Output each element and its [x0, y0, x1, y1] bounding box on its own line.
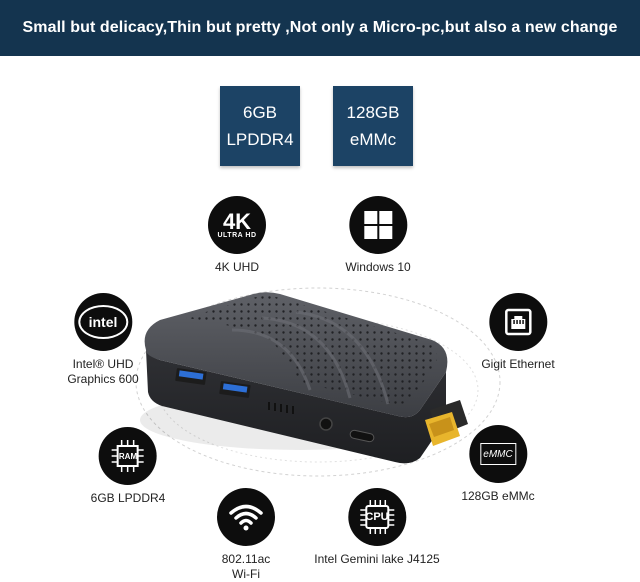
orbit-ellipse-outer: [135, 287, 501, 477]
usb-port-2: [219, 381, 251, 398]
4k-icon-text: 4K: [222, 208, 252, 234]
spec-box-ram-size: 6GB: [242, 103, 278, 122]
audio-jack: [319, 417, 333, 431]
feature-label: 6GB LPDDR4: [90, 491, 166, 505]
feature-label-line1: Intel® UHD: [72, 357, 134, 371]
cpu-icon-text: CPU: [365, 511, 389, 523]
spec-box-ram: 6GB LPDDR4: [220, 86, 300, 166]
spec-box-storage-type: eMMc: [349, 130, 397, 149]
feature-label-line2: Graphics 600: [67, 372, 139, 386]
4k-ultra-hd-icon: 4K ULTRA HD: [208, 196, 266, 254]
device-vent-grille: [186, 296, 437, 405]
feature-label: Gigit Ethernet: [481, 357, 555, 371]
feature-4k-uhd: 4K ULTRA HD 4K UHD: [208, 196, 266, 275]
intel-logo-text: intel: [88, 314, 118, 330]
feature-intel-graphics: intel Intel® UHD Graphics 600: [67, 293, 139, 387]
spec-box-ram-type: LPDDR4: [226, 130, 294, 149]
feature-windows-10: Windows 10: [345, 196, 411, 275]
wifi-icon: [217, 488, 275, 546]
feature-cpu: CPU Intel Gemini lake J4125: [314, 488, 440, 567]
feature-gigabit-ethernet: Gigit Ethernet: [481, 293, 555, 372]
intel-logo-icon: intel: [74, 293, 132, 351]
feature-label: Intel® UHD Graphics 600: [67, 357, 138, 387]
feature-wifi: 802.11ac Wi-Fi: [217, 488, 275, 582]
ultra-hd-icon-text: ULTRA HD: [217, 231, 257, 239]
feature-label: Intel Gemini lake J4125: [314, 552, 440, 566]
feature-label-line2: Wi-Fi: [232, 567, 260, 581]
usb-port-1: [175, 368, 207, 385]
feature-label: 4K UHD: [214, 260, 259, 274]
feature-ram: RAM 6GB LPDDR4: [90, 427, 166, 506]
ram-chip-icon: RAM: [98, 427, 157, 485]
cpu-chip-icon: CPU: [348, 488, 406, 546]
top-banner: Small but delicacy,Thin but pretty ,Not …: [0, 0, 640, 56]
side-vent-slits: [268, 402, 294, 414]
feature-label: 128GB eMMc: [461, 489, 535, 503]
feature-label-line1: 802.11ac: [221, 552, 271, 566]
emmc-icon: eMMC: [468, 425, 527, 483]
windows-logo-icon: [349, 196, 407, 254]
emmc-icon-text: eMMC: [483, 448, 513, 460]
banner-text: Small but delicacy,Thin but pretty ,Not …: [22, 19, 618, 36]
spec-box-storage-size: 128GB: [346, 103, 400, 122]
feature-label: 802.11ac Wi-Fi: [222, 552, 271, 582]
feature-label: Windows 10: [345, 260, 411, 274]
ethernet-port-icon: [489, 293, 547, 351]
ram-icon-text: RAM: [118, 451, 138, 461]
feature-emmc: eMMC 128GB eMMc: [461, 425, 535, 504]
hdmi-connector: [425, 400, 468, 446]
usb-c-port: [349, 429, 375, 443]
spec-box-storage: 128GB eMMc: [333, 86, 413, 166]
